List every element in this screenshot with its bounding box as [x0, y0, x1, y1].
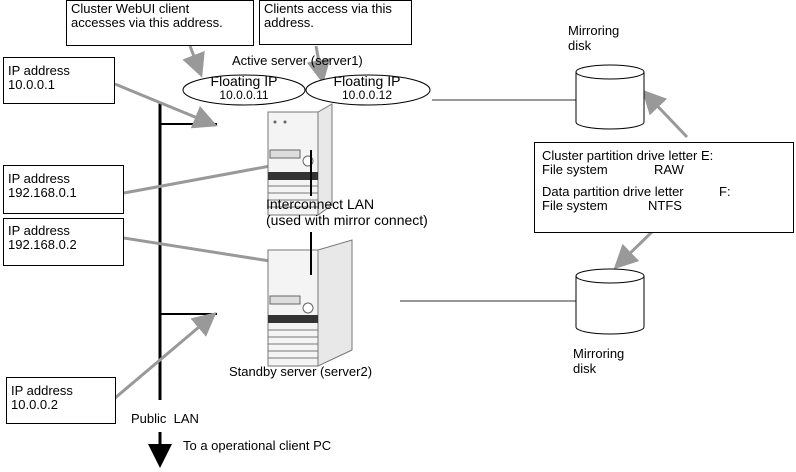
- partition-arrow-up: [641, 89, 689, 139]
- floating-ip-1-address: 10.0.0.11: [219, 88, 269, 102]
- interconnect-line1: Interconnect LAN: [266, 196, 375, 212]
- server2-icon: [267, 239, 353, 367]
- data-drive-row: Data partition drive letter F:: [542, 185, 786, 199]
- data-fs-row: File system NTFS: [542, 199, 786, 213]
- clients-callout-line2: address.: [264, 15, 314, 30]
- ip-box-address: 10.0.0.1: [8, 77, 55, 92]
- cluster-drive-row: Cluster partition drive letter E:: [542, 149, 786, 163]
- ip-box-address: 192.168.0.2: [8, 237, 77, 252]
- public-lan-destination: To a operational client PC: [183, 438, 332, 453]
- disk-label-line2: disk: [573, 361, 597, 376]
- disk-label-line1: Mirroring: [573, 346, 625, 361]
- connector-ip2: [114, 312, 217, 400]
- mirroring-disk-1-label: Mirroring disk: [568, 23, 619, 53]
- clients-callout: Clients access via this address.: [259, 0, 412, 45]
- data-drive-label: Data partition drive letter: [542, 184, 684, 199]
- data-drive-value: F:: [719, 184, 731, 199]
- disk-label-line2: disk: [568, 38, 592, 53]
- floating-ip-1-shape: [182, 74, 306, 106]
- cluster-fs-label: File system: [542, 162, 608, 177]
- connector-ip-192-1: [123, 160, 293, 195]
- partition-info-box: Cluster partition drive letter E: File s…: [534, 142, 794, 233]
- floating-ip-2-title: Floating IP: [333, 73, 401, 89]
- data-fs-value: NTFS: [648, 198, 682, 213]
- webui-callout: Cluster WebUI client accesses via this a…: [66, 0, 254, 46]
- ip-box-address: 192.168.0.1: [8, 185, 77, 200]
- ip-box-title: IP address: [8, 223, 70, 238]
- floating-ip-2: Floating IP 10.0.0.12: [327, 74, 407, 102]
- ip-box-10-0-0-2: IP address 10.0.0.2: [6, 377, 116, 424]
- webui-callout-line2: accesses via this address.: [71, 15, 223, 30]
- mirroring-disk-2-label: Mirroring disk: [573, 346, 624, 376]
- clients-callout-line1: Clients access via this: [264, 1, 392, 16]
- public-lan-label: Public LAN: [131, 411, 199, 426]
- interconnect-label: Interconnect LAN (used with mirror conne…: [266, 196, 428, 228]
- connector-ip1: [114, 82, 218, 129]
- cluster-fs-value: RAW: [654, 162, 684, 177]
- server1-icon: [267, 103, 333, 216]
- ip-box-10-0-0-1: IP address 10.0.0.1: [3, 57, 115, 104]
- connector-ip-192-2: [123, 236, 296, 267]
- ip-box-192-168-0-2: IP address 192.168.0.2: [3, 218, 124, 266]
- cluster-fs-row: File system RAW: [542, 163, 786, 177]
- floating-ip-1: Floating IP 10.0.0.11: [204, 74, 284, 102]
- cluster-drive-label: Cluster partition drive letter: [542, 148, 698, 163]
- connector-webui: [182, 45, 205, 78]
- data-fs-label: File system: [542, 198, 608, 213]
- floating-ip-1-title: Floating IP: [210, 73, 278, 89]
- mirroring-disk-1-icon: [575, 64, 645, 130]
- floating-ip-2-shape: [305, 74, 431, 106]
- ip-box-title: IP address: [11, 383, 73, 398]
- ip-box-title: IP address: [8, 63, 70, 78]
- ip-box-title: IP address: [8, 171, 70, 186]
- floating-ip-2-address: 10.0.0.12: [341, 88, 393, 102]
- webui-callout-line1: Cluster WebUI client: [71, 1, 190, 16]
- ip-box-192-168-0-1: IP address 192.168.0.1: [3, 165, 124, 214]
- mirroring-disk-2-icon: [575, 268, 645, 335]
- disk-label-line1: Mirroring: [568, 23, 620, 38]
- interconnect-line2: (used with mirror connect): [266, 212, 428, 228]
- active-server-label: Active server (server1): [232, 53, 363, 68]
- standby-server-label: Standby server (server2): [229, 364, 373, 379]
- cluster-drive-value: E:: [700, 148, 714, 163]
- ip-box-address: 10.0.0.2: [11, 397, 58, 412]
- connector-clients: [306, 45, 331, 84]
